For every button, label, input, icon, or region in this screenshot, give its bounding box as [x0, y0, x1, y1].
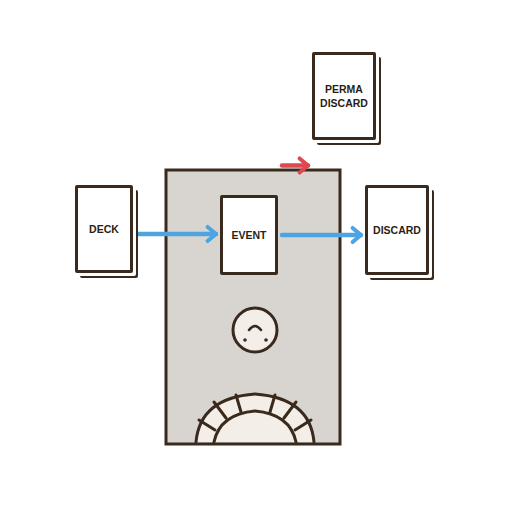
hand-of-cards	[196, 394, 314, 442]
discard-pile: DISCARD	[365, 185, 429, 275]
card-label: DISCARD	[370, 223, 424, 237]
arrowhead	[208, 227, 216, 241]
card-label: DECK	[86, 222, 122, 236]
player-face	[233, 308, 277, 352]
card-label: EVENT	[228, 228, 269, 242]
event-card: EVENT	[220, 195, 278, 275]
game-board	[166, 170, 340, 444]
flow-arrow	[282, 233, 361, 238]
card-label: PERMA DISCARD	[315, 82, 373, 110]
flow-arrow	[137, 232, 216, 237]
discard-pile: PERMA DISCARD	[312, 52, 376, 140]
deck-pile: DECK	[75, 185, 133, 273]
arrowhead	[300, 158, 308, 172]
arrowhead	[353, 228, 361, 242]
